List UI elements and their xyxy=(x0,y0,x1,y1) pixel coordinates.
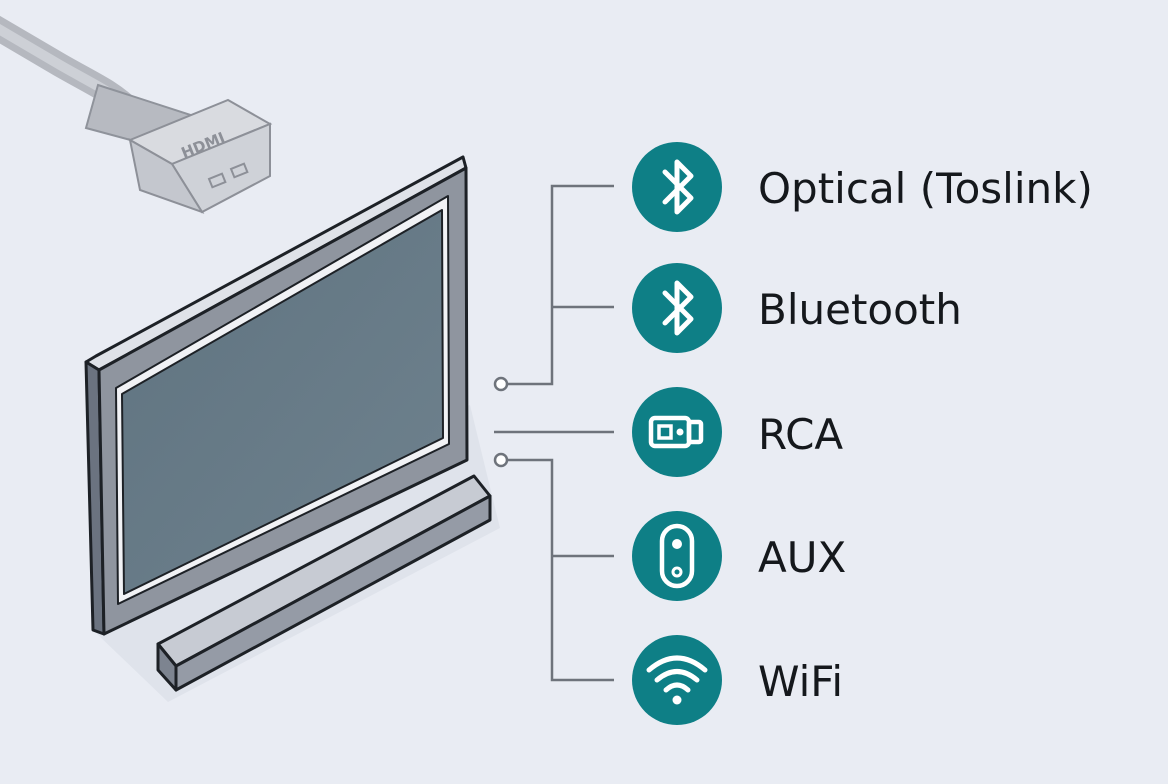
connector-lines xyxy=(494,184,614,682)
option-label-bluetooth: Bluetooth xyxy=(758,285,962,334)
option-label-aux: AUX xyxy=(758,533,847,582)
hdmi-plug: HDMI xyxy=(127,98,273,214)
connector-dot-bottom xyxy=(493,452,509,468)
bluetooth-icon xyxy=(632,142,722,232)
television xyxy=(84,155,469,636)
bluetooth-icon xyxy=(632,263,722,353)
option-label-optical: Optical (Toslink) xyxy=(758,164,1093,213)
connector-dot-top xyxy=(493,376,509,392)
wifi-icon xyxy=(632,635,722,725)
rca-connector-icon xyxy=(632,387,722,477)
soundbar xyxy=(156,474,492,692)
option-label-wifi: WiFi xyxy=(758,657,844,706)
option-label-rca: RCA xyxy=(758,410,844,459)
aux-jack-icon xyxy=(632,511,722,601)
tv-screen xyxy=(121,209,444,595)
